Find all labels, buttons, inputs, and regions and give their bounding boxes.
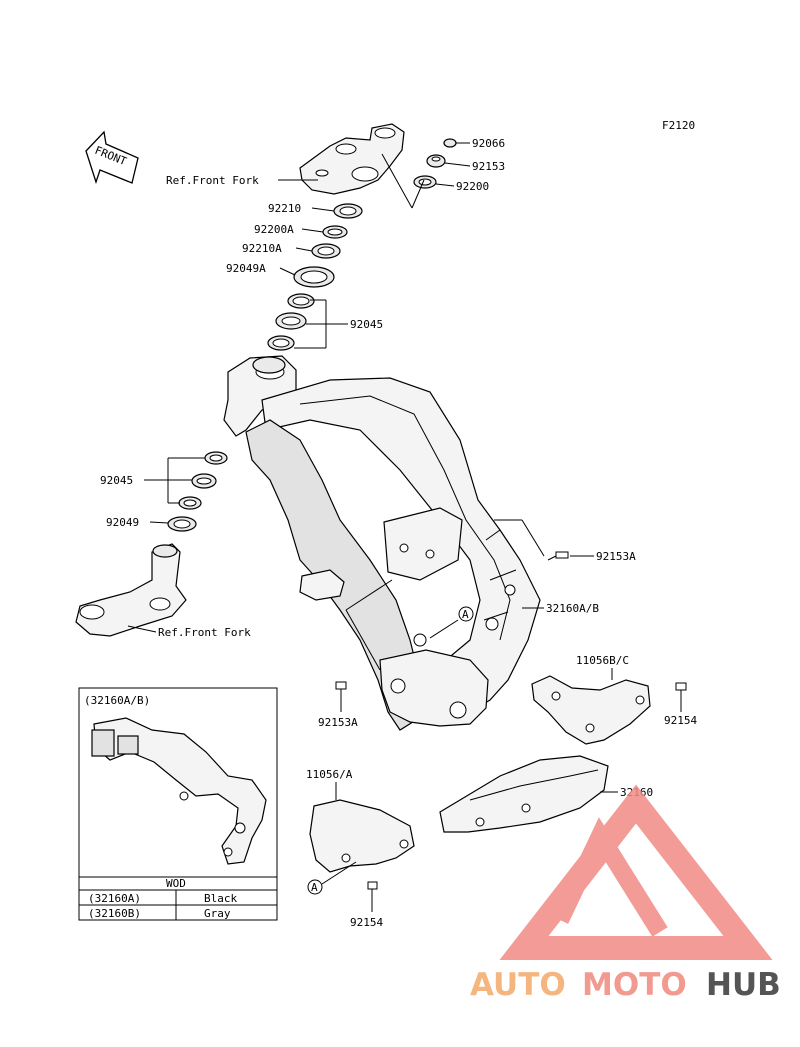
bolt-92153a-right	[547, 551, 569, 561]
watermark-logo-icon	[499, 784, 773, 960]
lower-bearing-stack	[167, 451, 228, 532]
lower-triple-clamp	[75, 543, 187, 637]
bracket-11056a	[309, 799, 415, 873]
watermark-auto: AUTO	[470, 967, 566, 1003]
stem-nut-group	[413, 138, 457, 189]
watermark-moto: MOTO	[582, 967, 687, 1003]
leader-lines	[127, 142, 682, 912]
label-92153: 92153	[472, 160, 505, 173]
marker-a-frame: A	[458, 606, 474, 622]
color-table-part-2: (32160B)	[88, 907, 141, 920]
label-92153a-left: 92153A	[318, 716, 358, 729]
label-92066: 92066	[472, 137, 505, 150]
label-11056bc: 11056B/C	[576, 654, 629, 667]
label-ref-front-fork-bottom: Ref.Front Fork	[158, 626, 251, 639]
watermark-text: AUTO MOTO HUB	[470, 967, 781, 1003]
bolt-92154-right	[675, 682, 687, 700]
label-92154-bottom: 92154	[350, 916, 383, 929]
steering-bearing-stack	[267, 203, 363, 351]
upper-triple-clamp	[299, 123, 405, 195]
label-92049: 92049	[106, 516, 139, 529]
label-32160ab: 32160A/B	[546, 602, 599, 615]
label-ref-front-fork-top: Ref.Front Fork	[166, 174, 259, 187]
label-92210: 92210	[268, 202, 301, 215]
color-table: WOD (32160A) Black (32160B) Gray	[78, 876, 278, 921]
bolt-92153a-left	[335, 681, 347, 700]
watermark-hub: HUB	[706, 967, 781, 1003]
figure-code: F2120	[662, 119, 695, 132]
marker-a-bracket: A	[307, 879, 323, 895]
label-92045-left: 92045	[100, 474, 133, 487]
inset-box: (32160A/B)	[78, 687, 278, 878]
color-table-color-1: Black	[204, 892, 237, 905]
label-92154-right: 92154	[664, 714, 697, 727]
main-frame	[223, 355, 541, 731]
marker-a-bracket-label: A	[311, 881, 318, 894]
label-92045-top: 92045	[350, 318, 383, 331]
bracket-11056bc	[531, 675, 651, 745]
sub-frame-32160	[439, 755, 609, 833]
marker-a-frame-label: A	[462, 608, 469, 621]
inset-frame-drawing	[91, 717, 267, 865]
color-table-color-2: Gray	[204, 907, 231, 920]
color-table-part-1: (32160A)	[88, 892, 141, 905]
label-92049a: 92049A	[226, 262, 266, 275]
front-arrow-icon: FRONT	[85, 130, 139, 185]
label-92200a: 92200A	[254, 223, 294, 236]
label-92153a-right: 92153A	[596, 550, 636, 563]
label-92200: 92200	[456, 180, 489, 193]
inset-title: (32160A/B)	[84, 694, 150, 707]
label-92210a: 92210A	[242, 242, 282, 255]
bolt-92154-bottom	[367, 881, 378, 902]
label-11056a: 11056/A	[306, 768, 353, 781]
color-table-header: WOD	[166, 877, 186, 890]
